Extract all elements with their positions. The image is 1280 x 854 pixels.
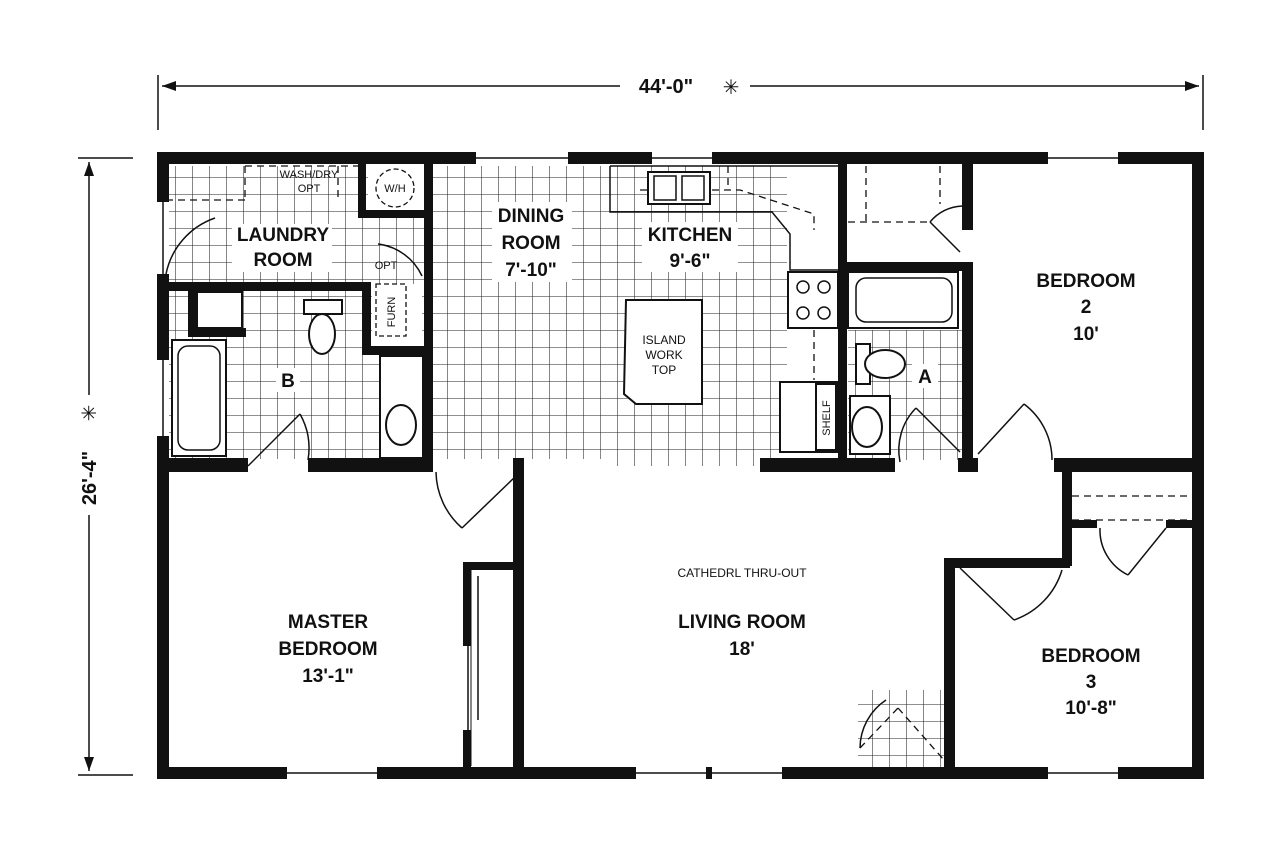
svg-text:10': 10' [1073, 324, 1099, 345]
svg-text:B: B [281, 371, 295, 392]
svg-text:BEDROOM: BEDROOM [1041, 646, 1140, 667]
windows [157, 152, 1118, 779]
svg-text:10'-8": 10'-8" [1065, 698, 1117, 719]
island-label: ISLAND WORK TOP [642, 333, 686, 377]
water-heater-label: W/H [384, 183, 405, 195]
furnace-label: FURN [386, 297, 398, 328]
svg-text:2: 2 [1081, 297, 1092, 318]
svg-text:LIVING ROOM: LIVING ROOM [678, 612, 806, 633]
furnace-icon [372, 283, 422, 346]
depth-dimension-line [78, 157, 133, 776]
svg-text:DINING: DINING [498, 206, 565, 227]
master-bedroom-label: MASTER BEDROOM 13'-1" [278, 612, 377, 687]
bedroom-3-label: BEDROOM 3 10'-8" [1041, 646, 1140, 719]
kitchen-label: KITCHEN 9'-6" [642, 222, 738, 272]
svg-text:7'-10": 7'-10" [505, 260, 557, 281]
svg-text:BEDROOM: BEDROOM [1036, 271, 1135, 292]
water-heater-icon [368, 166, 424, 210]
width-star-icon: ✳ [723, 77, 740, 99]
width-dimension-line [157, 75, 1204, 130]
svg-text:MASTER: MASTER [288, 612, 369, 633]
door-swings [435, 403, 1063, 766]
closet-fixtures [848, 166, 1190, 576]
svg-text:9'-6": 9'-6" [670, 251, 711, 272]
kitchen-fixtures [609, 165, 839, 453]
svg-text:KITCHEN: KITCHEN [648, 225, 732, 246]
depth-star-icon: ✳ [79, 405, 101, 422]
wash-dry-label: WASH/DRY OPT [280, 169, 339, 195]
dining-room-label: DINING ROOM 7'-10" [492, 202, 572, 282]
laundry-room-label: LAUNDRY ROOM [232, 224, 332, 272]
svg-text:A: A [918, 367, 932, 388]
svg-text:3: 3 [1086, 672, 1097, 693]
width-dimension-label: 44'-0" [639, 76, 693, 98]
svg-text:TOP: TOP [652, 363, 676, 377]
bath-b-label: B [276, 368, 300, 392]
shelf-label: SHELF [821, 400, 833, 436]
bath-a-fixtures [847, 271, 961, 463]
svg-text:ISLAND: ISLAND [642, 333, 686, 347]
svg-text:LAUNDRY: LAUNDRY [237, 225, 330, 246]
svg-text:ROOM: ROOM [501, 233, 560, 254]
svg-text:WORK: WORK [645, 348, 682, 362]
svg-text:ROOM: ROOM [253, 250, 312, 271]
svg-text:13'-1": 13'-1" [302, 666, 354, 687]
svg-text:CATHEDRL THRU-OUT: CATHEDRL THRU-OUT [677, 566, 807, 580]
furnace-opt-label: OPT [375, 260, 398, 272]
depth-dimension-label: 26'-4" [79, 451, 101, 505]
svg-text:BEDROOM: BEDROOM [278, 639, 377, 660]
bath-b-fixtures [171, 291, 424, 467]
svg-text:18': 18' [729, 639, 755, 660]
svg-text:WASH/DRY: WASH/DRY [280, 169, 339, 181]
interior-walls [160, 164, 1200, 770]
bath-a-label: A [912, 364, 938, 388]
bedroom-2-label: BEDROOM 2 10' [1036, 271, 1135, 345]
svg-text:OPT: OPT [298, 183, 321, 195]
laundry-fixtures [165, 165, 423, 277]
living-room-label: CATHEDRL THRU-OUT LIVING ROOM 18' [677, 566, 807, 660]
